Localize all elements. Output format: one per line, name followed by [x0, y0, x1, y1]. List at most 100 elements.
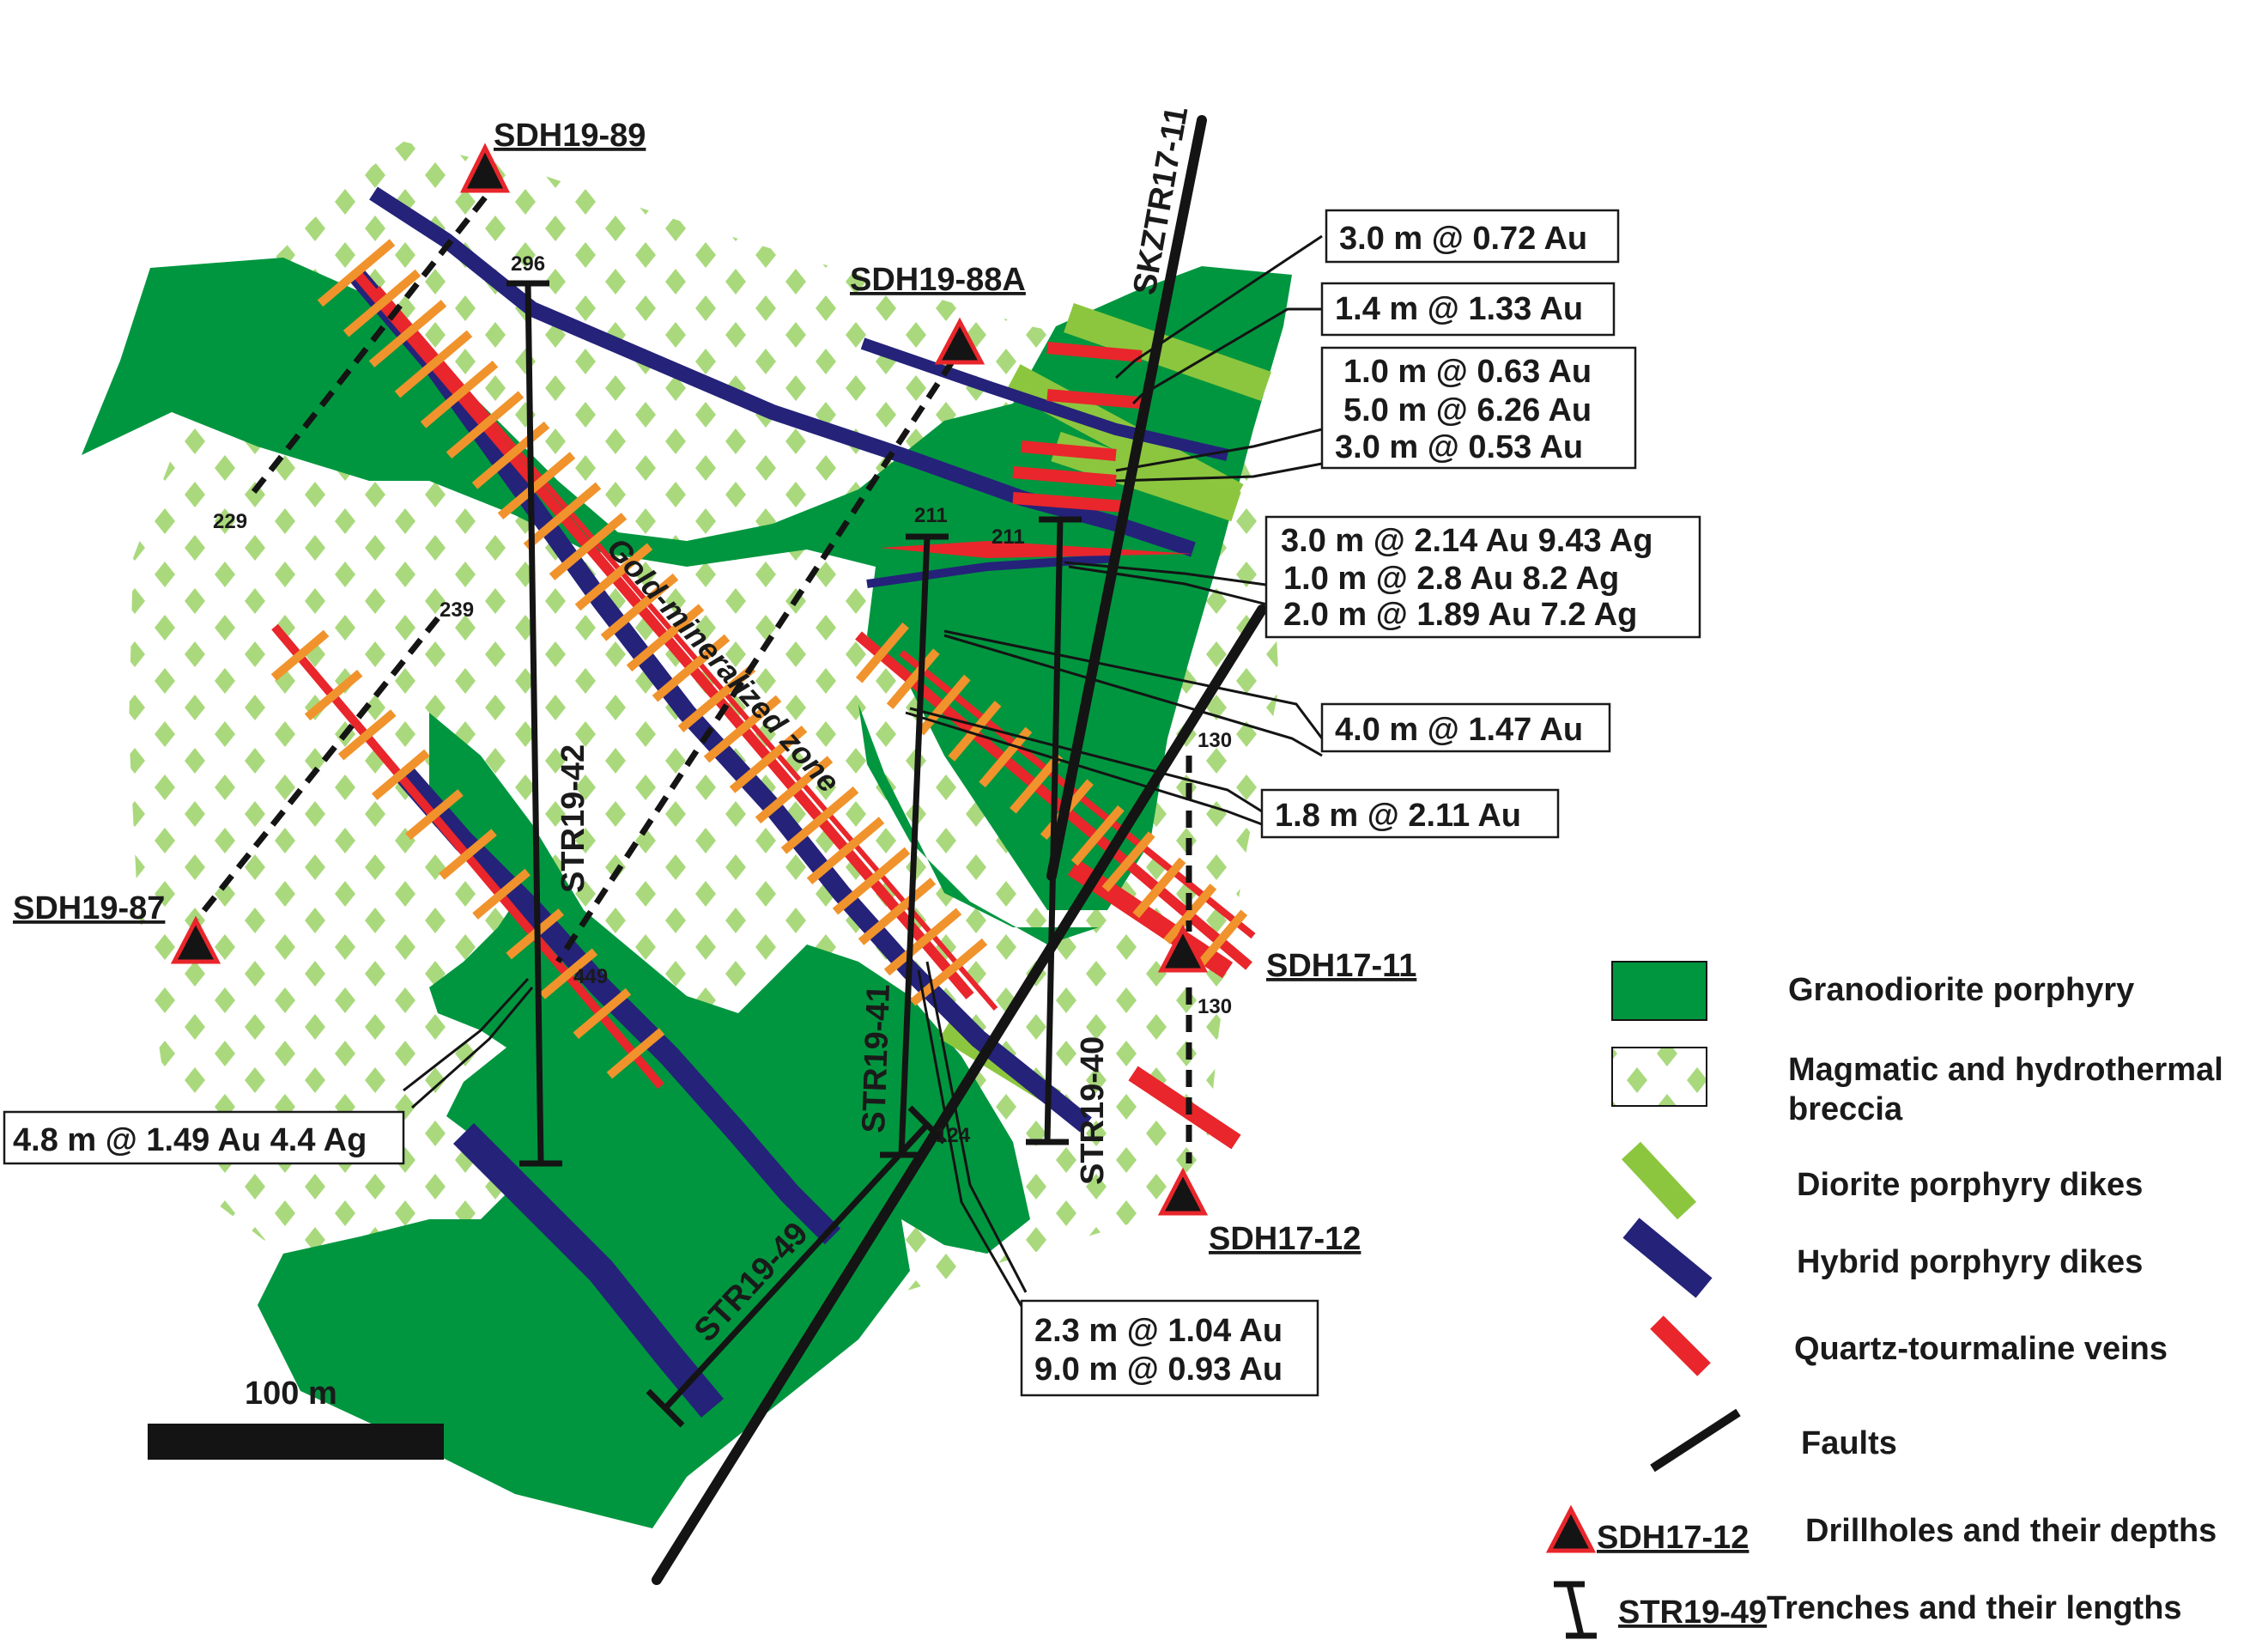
- drillhole-sdh19-88a-marker[interactable]: [934, 317, 985, 365]
- label-str19-42: STR19-42: [555, 744, 591, 893]
- vein-tick: [626, 604, 705, 672]
- vein-tick: [886, 648, 940, 709]
- depth-296: 296: [511, 252, 545, 276]
- drill-traces: [195, 195, 1192, 1163]
- vein-tick: [337, 709, 397, 761]
- vein-tick: [368, 300, 447, 367]
- legend-label-trenches: Trenches and their lengths: [1767, 1590, 2182, 1626]
- vein-tick: [472, 868, 531, 920]
- legend-label-drillholes: Drillholes and their depths: [1805, 1513, 2216, 1549]
- intercept-a7: 4.8 m @ 1.49 Au 4.4 Ag: [13, 1122, 367, 1158]
- legend-swatch-quartz: [1650, 1315, 1711, 1376]
- label-sdh19-88a: SDH19-88A: [850, 262, 1026, 298]
- vein-tick: [539, 948, 598, 999]
- legend-label-quartz: Quartz-tourmaline veins: [1794, 1331, 2168, 1367]
- vein-tick: [917, 674, 971, 736]
- legend-drillhole-icon: [1545, 1504, 1597, 1553]
- drillhole-markers: [170, 143, 1209, 1216]
- legend-swatch-granodiorite: [1611, 961, 1707, 1021]
- vein-tick: [523, 482, 602, 550]
- vein-tick: [677, 665, 756, 732]
- label-str19-41: STR19-41: [856, 984, 897, 1134]
- vein-tick: [909, 938, 988, 1006]
- scale-bar: [148, 1424, 444, 1460]
- vein-tick: [858, 878, 937, 945]
- vein-tick: [497, 452, 576, 520]
- legend-swatch-diorite: [1622, 1141, 1696, 1220]
- intercept-box-a1: [1325, 209, 1620, 264]
- drillhole-sdh17-11-marker[interactable]: [1157, 924, 1209, 973]
- vein-tick: [948, 701, 1002, 762]
- intercept-a8-line1: 2.3 m @ 1.04 Au: [1034, 1313, 1283, 1349]
- vein-tick: [780, 786, 859, 854]
- vein-tick: [1194, 909, 1248, 971]
- vein-tick: [343, 269, 421, 337]
- vein-tick: [832, 847, 911, 915]
- intercept-box-a7: [3, 1110, 405, 1165]
- label-sdh19-89: SDH19-89: [494, 118, 646, 154]
- vein-tick: [371, 749, 430, 800]
- intercept-box-a4: [1264, 515, 1701, 639]
- legend-label-faults: Faults: [1801, 1425, 1897, 1461]
- vein-tick: [855, 622, 909, 683]
- vein-tick: [420, 360, 499, 428]
- vein-tick: [1010, 753, 1064, 814]
- vein-tick: [317, 239, 396, 307]
- trenches: [506, 280, 1082, 1428]
- vein-tick: [573, 987, 632, 1040]
- intercept-a8-line2: 9.0 m @ 0.93 Au: [1034, 1351, 1283, 1388]
- intercept-a2: 1.4 m @ 1.33 Au: [1335, 291, 1583, 327]
- vein-tick: [1163, 884, 1217, 944]
- drillhole-sdh17-12-marker[interactable]: [1157, 1167, 1209, 1216]
- intercept-a3-line1: 1.0 m @ 0.63 Au: [1343, 354, 1592, 390]
- vein-tick: [270, 629, 330, 681]
- vein-tick: [405, 789, 464, 841]
- vein-tick: [1132, 857, 1186, 919]
- drillhole-sdh19-87-marker[interactable]: [170, 915, 221, 964]
- vein-tick: [549, 513, 628, 580]
- legend-label-diorite: Diorite porphyry dikes: [1797, 1167, 2143, 1203]
- intercept-box-a6: [1260, 788, 1560, 839]
- intercept-a4-line3: 2.0 m @ 1.89 Au 7.2 Ag: [1283, 597, 1637, 633]
- depth-229: 229: [213, 510, 247, 533]
- vein-tick: [574, 543, 653, 611]
- label-sdh17-11: SDH17-11: [1266, 948, 1416, 984]
- depth-211b: 211: [991, 525, 1025, 549]
- legend-label-breccia-line1: Magmatic and hydrothermal: [1788, 1052, 2223, 1088]
- intercept-a3-line3: 3.0 m @ 0.53 Au: [1335, 429, 1583, 465]
- depth-130b: 130: [1198, 995, 1232, 1018]
- intercept-a4-line1: 3.0 m @ 2.14 Au 9.43 Ag: [1281, 523, 1652, 559]
- intercept-box-a3: [1320, 346, 1637, 470]
- vein-tick: [806, 817, 885, 885]
- legend-swatch-faults: [1650, 1408, 1741, 1473]
- vein-tick: [439, 829, 497, 880]
- vein-tick: [1070, 805, 1125, 866]
- vein-tick-marks: [270, 239, 1248, 1079]
- legend-trench-icon: [1554, 1581, 1597, 1639]
- legend-label-hybrid: Hybrid porphyry dikes: [1797, 1244, 2143, 1280]
- annotation-leaders: [403, 234, 1324, 1315]
- vein-tick: [471, 421, 550, 489]
- depth-239: 239: [440, 598, 474, 622]
- legend-label-breccia-line2: breccia: [1788, 1091, 1903, 1127]
- vein-tick: [979, 726, 1033, 788]
- granodiorite-body-south: [258, 713, 1030, 1528]
- intercept-a6: 1.8 m @ 2.11 Au: [1275, 798, 1521, 834]
- label-str19-40: STR19-40: [1075, 1036, 1111, 1185]
- legend-trench-sample: STR19-49: [1618, 1594, 1767, 1631]
- depth-449: 449: [573, 965, 608, 988]
- legend-label-granodiorite: Granodiorite porphyry: [1788, 972, 2134, 1008]
- depth-211a: 211: [914, 504, 948, 527]
- intercept-box-a2: [1320, 282, 1616, 337]
- intercept-box-a5: [1320, 702, 1611, 753]
- intercept-a3-line2: 5.0 m @ 6.26 Au: [1343, 392, 1592, 428]
- intercept-a5: 4.0 m @ 1.47 Au: [1335, 712, 1583, 748]
- vein-tick: [394, 330, 473, 398]
- vein-tick: [729, 725, 808, 793]
- depth-124: 124: [936, 1124, 971, 1147]
- legend-drillhole-sample: SDH17-12: [1597, 1520, 1749, 1556]
- vein-tick: [606, 1028, 665, 1079]
- drillhole-sdh19-89-marker[interactable]: [459, 143, 511, 193]
- legend-swatch-breccia: [1611, 1047, 1707, 1107]
